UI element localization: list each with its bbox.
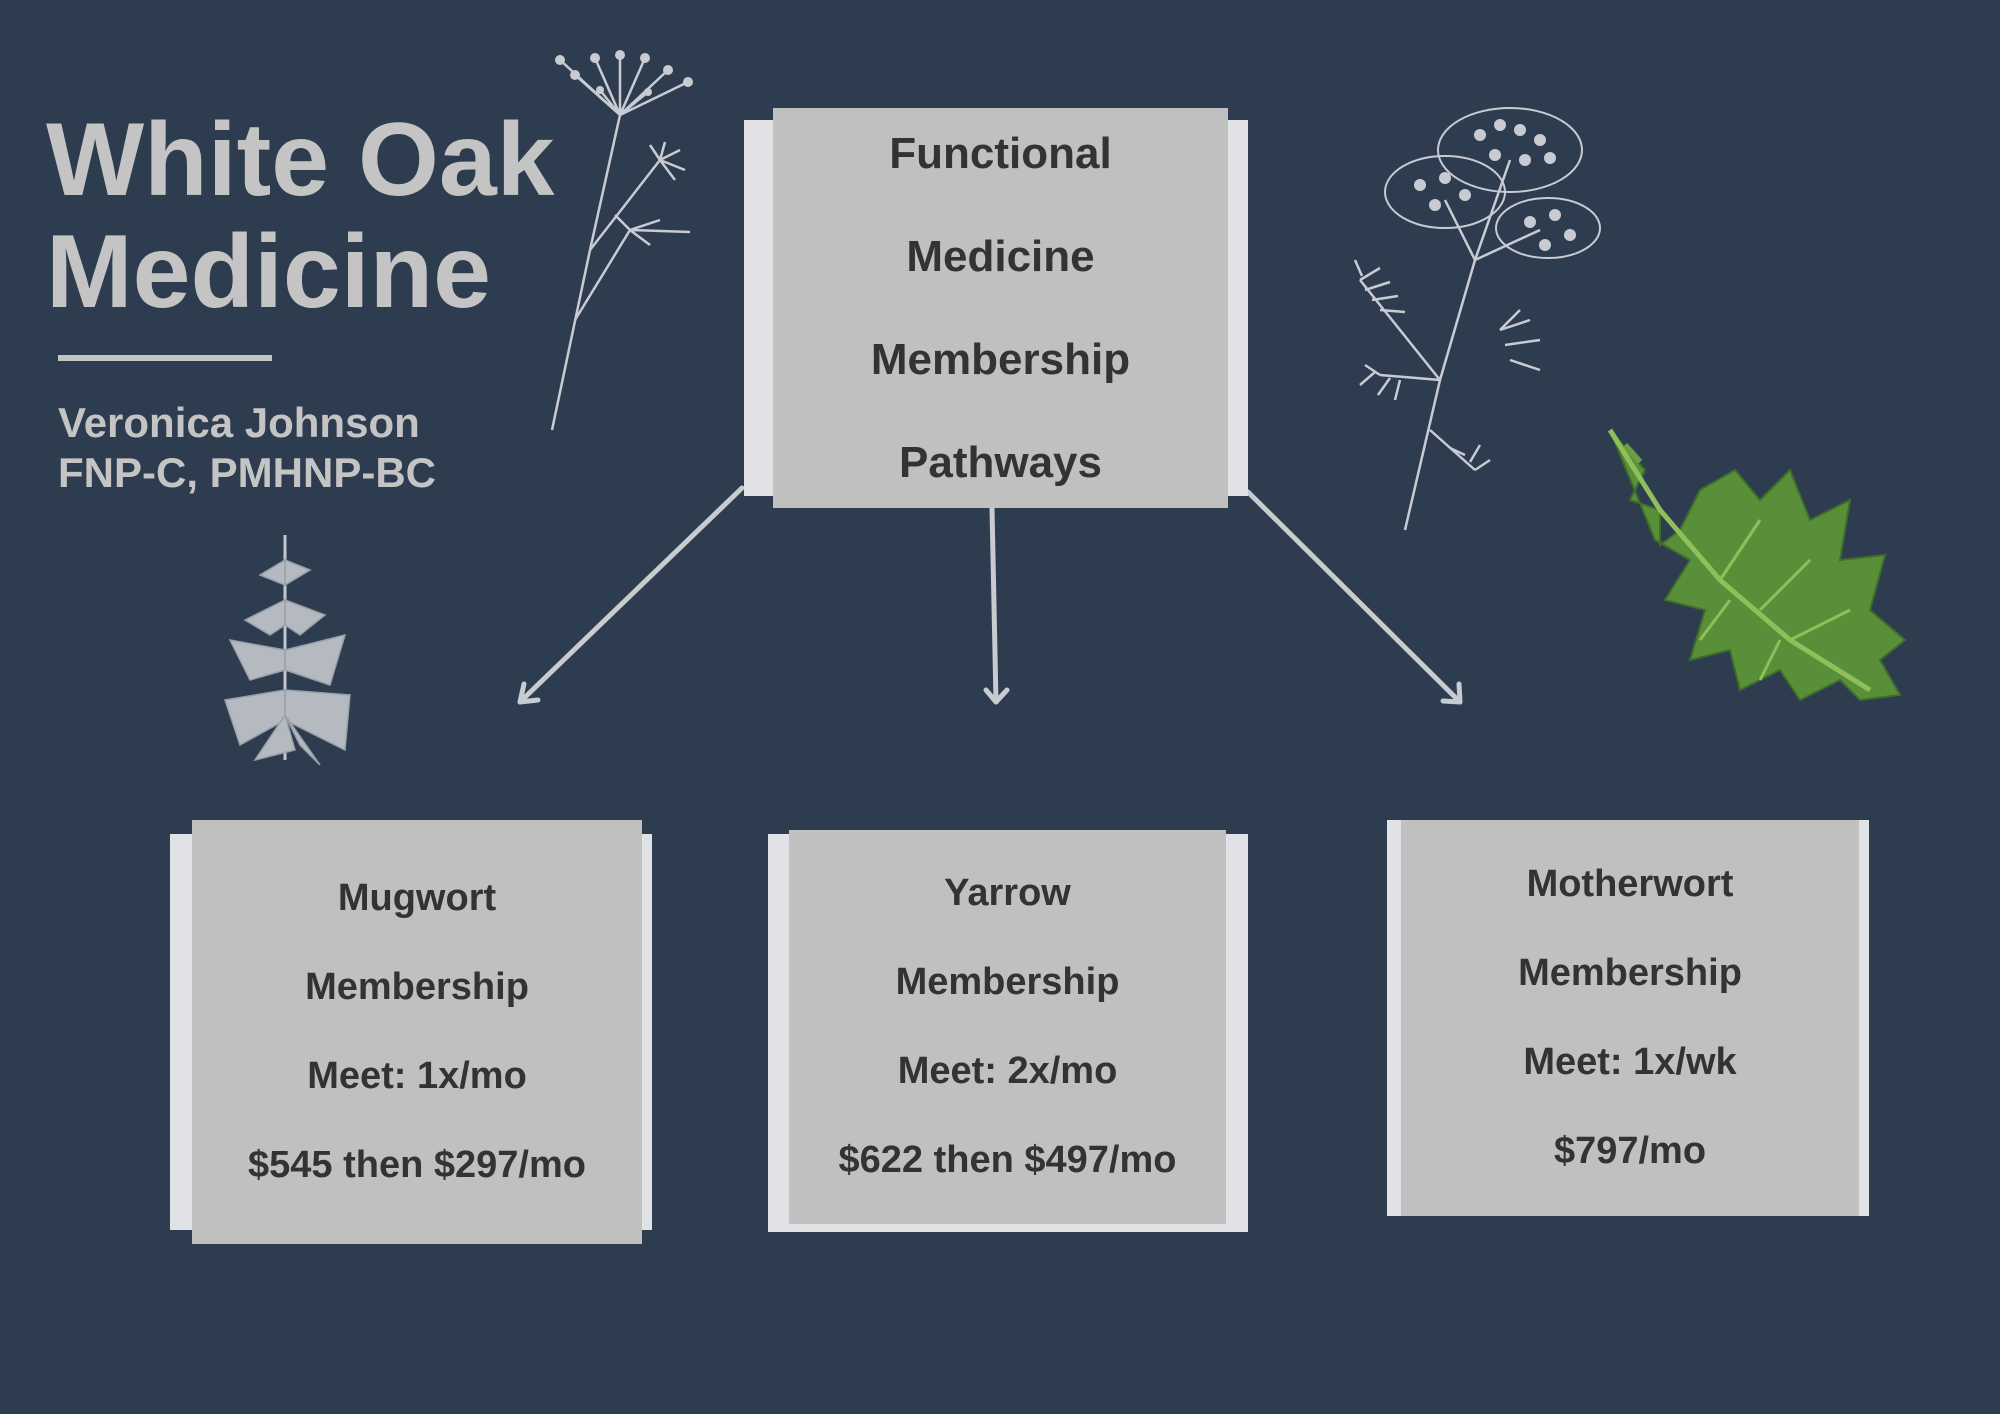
tier-meet: Meet: 1x/wk bbox=[1523, 1041, 1737, 1083]
motherwort-leaf-illustration bbox=[1607, 428, 1907, 702]
tier-card-yarrow: Yarrow Membership Meet: 2x/mo $622 then … bbox=[768, 830, 1248, 1232]
tier-type: Membership bbox=[1518, 952, 1742, 994]
brand-title-line-2: Medicine bbox=[46, 214, 491, 330]
mugwort-illustration bbox=[224, 535, 351, 766]
tier-name: Motherwort bbox=[1526, 863, 1734, 905]
root-line: Medicine bbox=[906, 232, 1095, 281]
author-name: Veronica Johnson bbox=[58, 399, 420, 446]
arrow-to-mugwort bbox=[517, 485, 745, 705]
tier-type: Membership bbox=[895, 961, 1120, 1003]
title-divider bbox=[58, 355, 272, 361]
tier-type: Membership bbox=[305, 966, 529, 1008]
tier-card-mugwort: Mugwort Membership Meet: 1x/mo $545 then… bbox=[170, 820, 652, 1244]
author-block: Veronica Johnson FNP-C, PMHNP-BC bbox=[58, 398, 436, 498]
root-line: Pathways bbox=[899, 438, 1102, 487]
arrow-to-yarrow bbox=[983, 505, 1010, 705]
queen-annes-lace-illustration bbox=[550, 50, 693, 431]
tier-meet: Meet: 1x/mo bbox=[307, 1055, 527, 1097]
arrow-to-motherwort bbox=[1245, 489, 1463, 705]
root-card: Functional Medicine Membership Pathways bbox=[744, 108, 1248, 508]
author-credentials: FNP-C, PMHNP-BC bbox=[58, 449, 436, 496]
tier-meet: Meet: 2x/mo bbox=[897, 1050, 1118, 1092]
tier-price: $622 then $497/mo bbox=[838, 1139, 1177, 1181]
root-line: Functional bbox=[889, 129, 1112, 178]
brand-title-line-1: White Oak bbox=[46, 102, 555, 218]
yarrow-illustration bbox=[1353, 107, 1601, 531]
tier-name: Mugwort bbox=[337, 877, 497, 919]
root-line: Membership bbox=[870, 335, 1131, 384]
tier-card-motherwort: Motherwort Membership Meet: 1x/wk $797/m… bbox=[1387, 820, 1869, 1216]
diagram-arrows bbox=[517, 485, 1463, 705]
tier-price: $545 then $297/mo bbox=[248, 1144, 586, 1186]
brand-title: White Oak Medicine bbox=[46, 104, 555, 328]
tier-price: $797/mo bbox=[1553, 1130, 1707, 1172]
tier-name: Yarrow bbox=[944, 872, 1071, 914]
